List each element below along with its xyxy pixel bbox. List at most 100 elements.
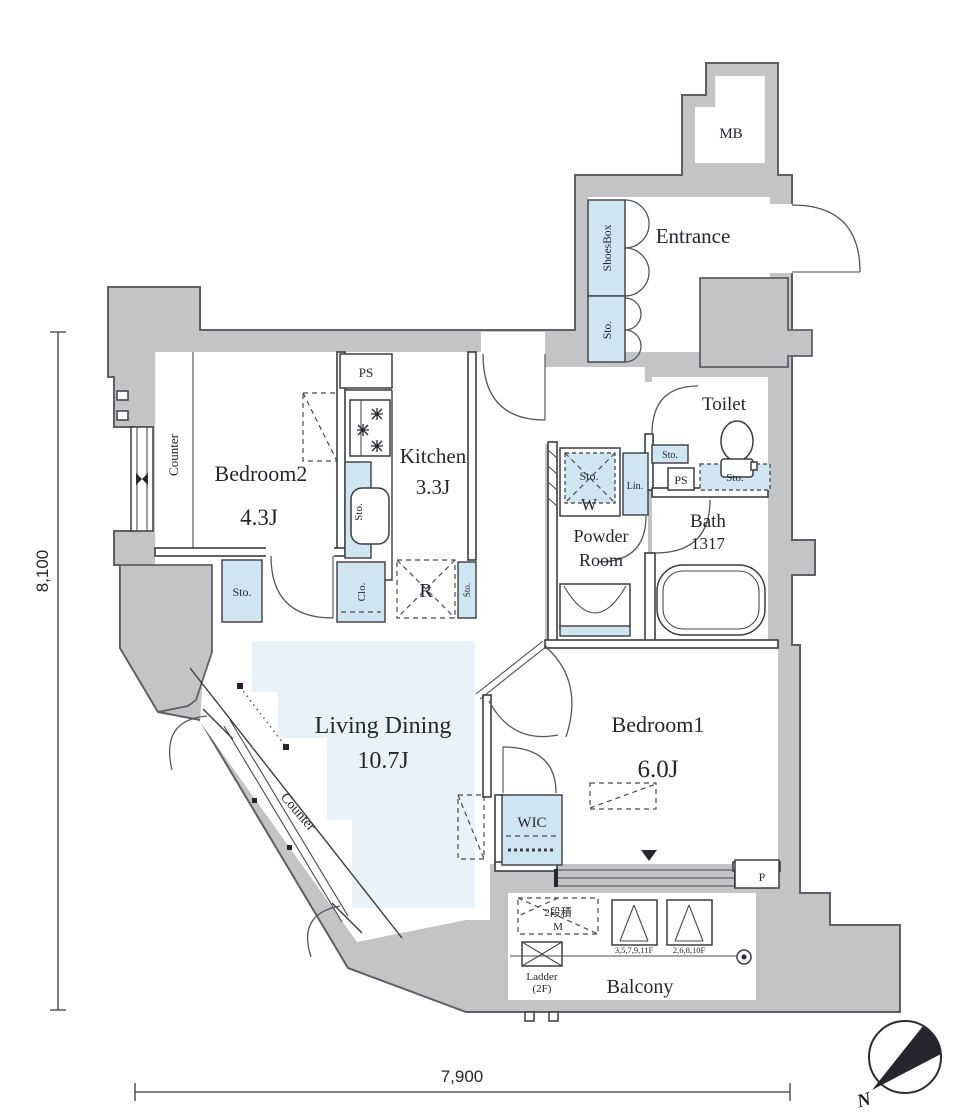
ladder-label-2: (2F) [533, 983, 552, 995]
bedroom1-window-glazing [557, 869, 735, 887]
shoesbox-label: ShoesBox [602, 224, 614, 271]
window-latch-1 [116, 390, 129, 401]
kitchen-side-storage-label: Sto. [462, 583, 472, 597]
bedroom1-door-arc-1 [546, 647, 573, 738]
window-latch-2 [116, 410, 129, 421]
living-dashed-furniture [457, 794, 485, 860]
bathtub [656, 564, 766, 636]
refrigerator-label: R [419, 580, 433, 602]
wic-door-arc [502, 746, 557, 794]
stove [349, 399, 391, 457]
bedroom2-size-label: 4.3J [240, 505, 278, 530]
kitchen-label: Kitchen [400, 444, 467, 468]
doors [168, 199, 861, 958]
living-window-frame-bottom [331, 902, 363, 934]
bedroom2-door-opening [266, 546, 334, 557]
bedroom2-label: Bedroom2 [215, 461, 308, 486]
evacuation-hatch-b [666, 899, 713, 946]
bedroom2-door-arc [270, 555, 334, 619]
bath-label: Bath [690, 511, 726, 532]
compass-north-label: N [854, 1088, 875, 1112]
living-window-tick-2 [287, 845, 292, 850]
hatch-a-label: 3,5,7,9,11F [615, 945, 654, 955]
shoesbox-door-arcs [624, 199, 650, 363]
bedroom1-window-marker [641, 850, 657, 861]
balcony-stack-area [517, 897, 599, 935]
bath-size-label: 1317 [691, 534, 726, 553]
linen-label: Lin. [627, 481, 643, 492]
mb-label: MB [719, 126, 742, 142]
powder-door-arc [597, 515, 647, 563]
powder-vanity [559, 583, 631, 637]
living-dining-tatami-area [252, 641, 475, 908]
powder-label-1: Powder [574, 526, 629, 546]
living-window-glazing [223, 719, 349, 923]
kitchen-storage-label: Sto. [353, 503, 365, 521]
balcony-label: Balcony [607, 976, 674, 998]
wall-living-bedroom1 [482, 694, 492, 798]
closet-label: Clo. [356, 582, 368, 601]
ps-shaft-kitchen [339, 353, 393, 389]
wic-closet [501, 794, 563, 866]
balcony-drain [736, 949, 752, 965]
washer-label: W [581, 495, 598, 514]
wall-bedroom1-top [544, 639, 779, 649]
fixtures [189, 199, 780, 1022]
bedroom1-window-end-left [554, 869, 558, 887]
stove-burners [357, 408, 383, 452]
shoesbox-cabinet [587, 199, 626, 297]
bedroom1-door-arc-2 [488, 700, 559, 738]
counter-dotted-arrow [237, 683, 289, 750]
entry-door-opening [770, 204, 793, 273]
living-counter-edge [189, 667, 403, 939]
dimension-vertical: 8,100 [33, 331, 66, 1011]
toilet-label: Toilet [702, 394, 747, 415]
structural-columns [119, 277, 813, 714]
hall-door-opening [481, 332, 545, 354]
toilet-ps-label: PS [674, 473, 687, 487]
corridor-floor [545, 367, 645, 444]
balcony-vent-1 [524, 1011, 535, 1022]
windows [116, 390, 738, 934]
bedroom2-storage-label: Sto. [232, 585, 251, 599]
wall-bedroom1-corner-diagonal [475, 640, 548, 700]
linen-cabinet [622, 452, 649, 516]
entrance-storage-label: Sto. [602, 321, 614, 339]
powder-label-2: Room [579, 550, 623, 570]
washer-space-cross [564, 452, 616, 504]
toilet-storage-label: Sto. [662, 450, 678, 461]
pole-box [734, 859, 780, 889]
column-lower-left [119, 564, 213, 714]
bedroom2-dashed-furniture [302, 392, 338, 462]
living-label: Living Dining [315, 713, 452, 739]
dimension-horizontal-label: 7,900 [441, 1067, 484, 1086]
stack-label-2: M [553, 921, 563, 933]
stack-label-1: 2段積 [544, 905, 572, 919]
refrigerator-space [396, 559, 456, 619]
wall-kitchen-hall [467, 351, 477, 561]
ladder-label-1: Ladder [526, 971, 557, 983]
powder-storage-label: Sto. [579, 469, 598, 483]
toilet-storage-small [651, 444, 689, 464]
dimension-vertical-label: 8,100 [33, 550, 52, 593]
compass-needle [872, 1026, 941, 1090]
living-size-label: 10.7J [357, 748, 408, 774]
balcony-door-arc-top [168, 715, 208, 771]
entrance-label: Entrance [656, 224, 731, 248]
toilet-door-opening [644, 382, 654, 434]
bedroom1-label: Bedroom1 [612, 712, 705, 737]
labels: MB Entrance ShoesBox Sto. Toilet Bath 13… [166, 126, 766, 998]
column-entrance [699, 277, 813, 368]
evacuation-hatch-a [611, 899, 658, 946]
ps-shaft-toilet [667, 467, 695, 491]
bedroom1-dashed-furniture [589, 782, 657, 810]
living-window-frame-top [202, 708, 234, 740]
living-window-tick-1 [252, 798, 257, 803]
hall-door-arc [482, 353, 546, 421]
dimension-horizontal: 7,900 [134, 1067, 791, 1101]
hall-floor [475, 352, 545, 645]
kitchen-ps-label: PS [359, 365, 373, 380]
toilet-shelf-label: Sto. [726, 472, 744, 484]
